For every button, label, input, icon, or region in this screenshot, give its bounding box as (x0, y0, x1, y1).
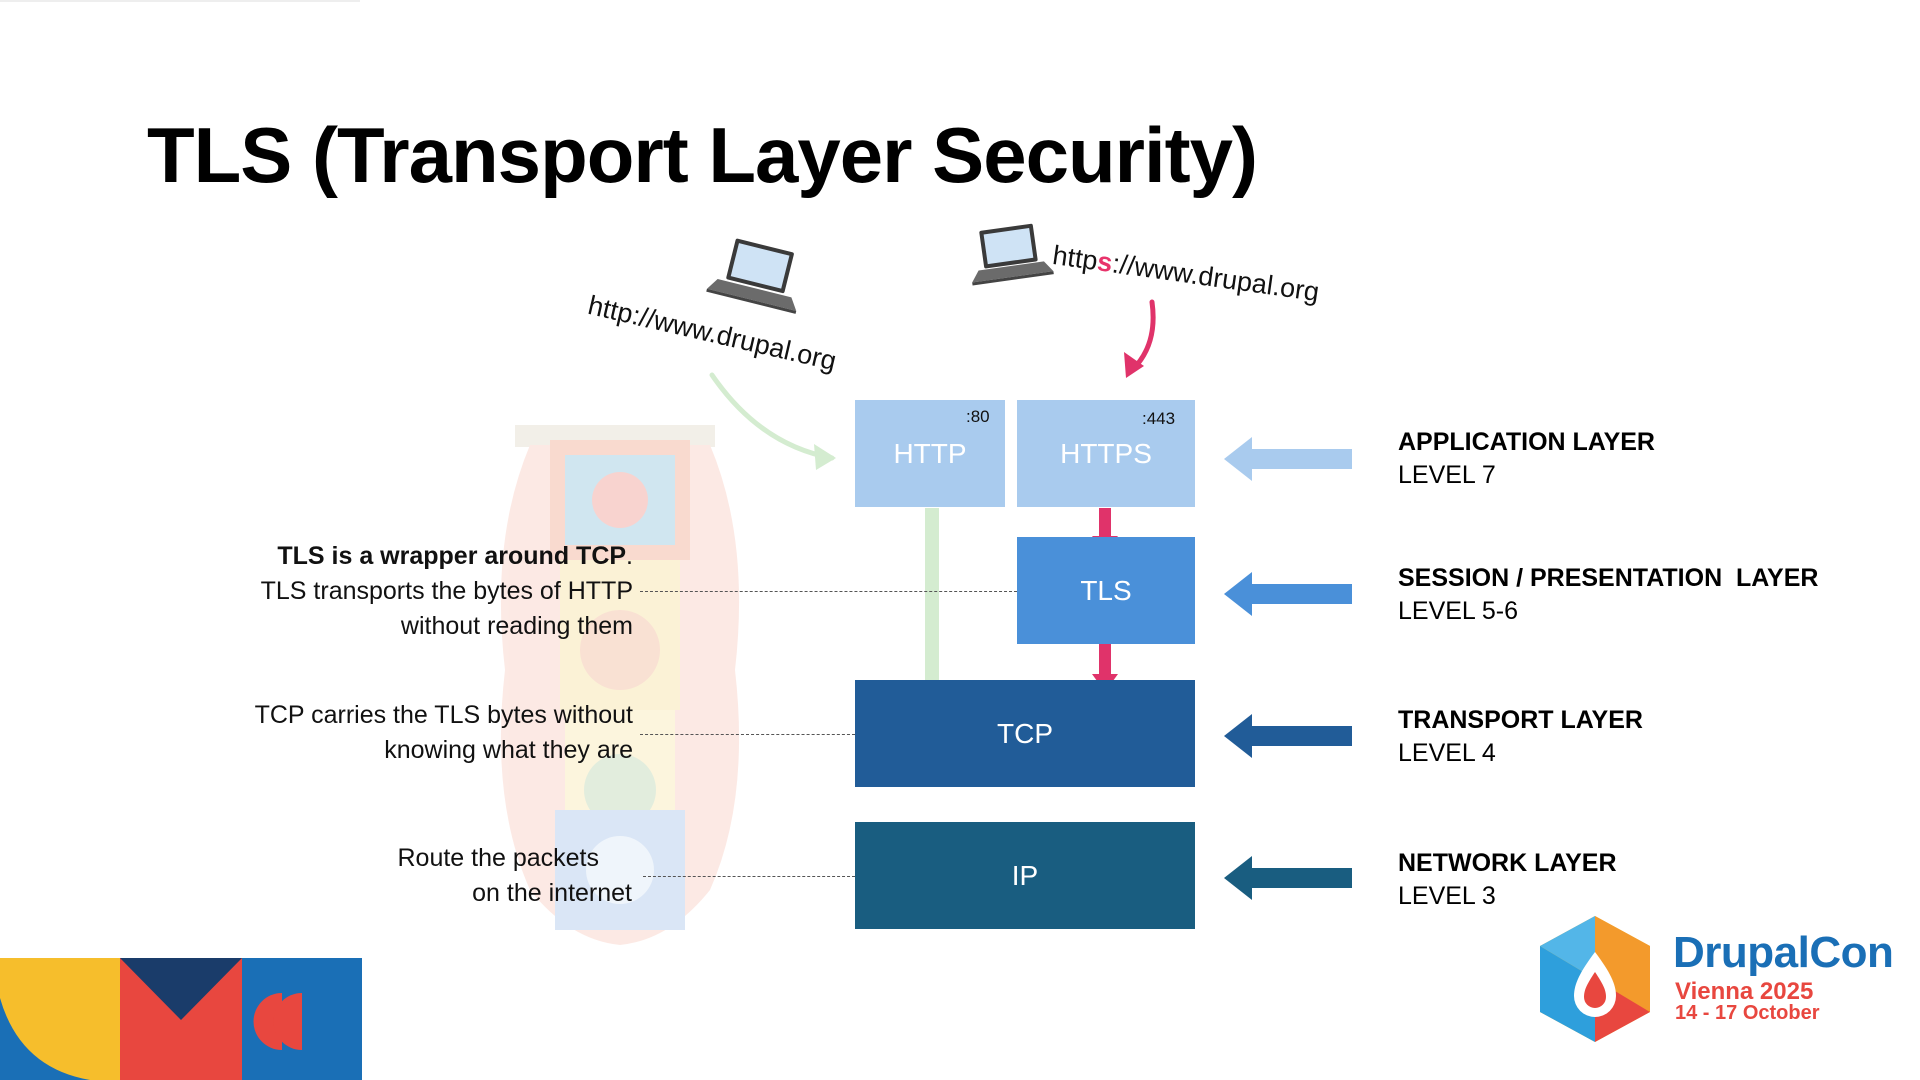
application-layer-arrowhead (1224, 437, 1252, 481)
network-layer-arrowhead (1224, 856, 1252, 900)
ip-box: IP (855, 822, 1195, 929)
tcp-note-line1: TCP carries the TLS bytes without (254, 701, 633, 729)
ip-note-line2: on the internet (472, 879, 632, 907)
tls-note-line3: without reading them (400, 612, 633, 640)
http-curved-arrow (709, 372, 835, 461)
http-curved-arrowhead (814, 444, 836, 470)
layer-session-level: LEVEL 5-6 (1398, 597, 1518, 625)
ip-note-line1: Route the packets (397, 844, 599, 872)
https-box-label: HTTPS (1060, 437, 1152, 469)
tls-note-period: . (626, 542, 633, 570)
tcp-leader-line (640, 734, 855, 735)
layer-network-level: LEVEL 3 (1398, 882, 1496, 910)
top-edge-line (0, 0, 360, 2)
https-curved-arrow (1129, 299, 1156, 373)
tcp-box-label: TCP (997, 717, 1053, 749)
brand-city: Vienna 2025 (1675, 978, 1814, 1005)
session-layer-arrowhead (1224, 572, 1252, 616)
layer-application-level: LEVEL 7 (1398, 461, 1496, 489)
brand-name: DrupalCon (1673, 928, 1894, 977)
layer-transport: TRANSPORT LAYER LEVEL 4 (1398, 706, 1643, 768)
https-box: HTTPS (1017, 400, 1195, 507)
transport-layer-arrow (1250, 726, 1352, 746)
laptop-icon (706, 238, 797, 314)
tcp-note: TCP carries the TLS bytes without knowin… (173, 698, 633, 768)
http-to-tcp-arrow (925, 508, 939, 726)
tcp-note-line2: knowing what they are (384, 736, 633, 764)
tls-note-line1: TLS is a wrapper around TCP. (173, 539, 633, 574)
layer-session-name: SESSION / PRESENTATION LAYER (1398, 564, 1819, 592)
ip-note: Route the packets on the internet (172, 841, 632, 911)
network-layer-arrow (1250, 868, 1352, 888)
decorative-figurine-image (500, 425, 740, 945)
drupalcon-logo-icon (1540, 916, 1650, 1042)
http-box-label: HTTP (893, 437, 967, 469)
laptop-icon-https (972, 223, 1054, 286)
tls-box-label: TLS (1080, 574, 1132, 606)
http-box: HTTP (855, 400, 1005, 507)
layer-network-name: NETWORK LAYER (1398, 849, 1617, 877)
https-curved-arrowhead (1124, 352, 1144, 378)
https-to-tls-arrow (1099, 508, 1111, 538)
application-layer-arrow (1250, 449, 1352, 469)
tls-box: TLS (1017, 537, 1195, 644)
layer-transport-level: LEVEL 4 (1398, 739, 1496, 767)
tls-leader-line (640, 591, 1017, 592)
http-port: :80 (966, 407, 990, 426)
tls-note-bold: TLS is a wrapper around TCP (277, 542, 627, 570)
layer-network: NETWORK LAYER LEVEL 3 (1398, 849, 1617, 911)
layer-application: APPLICATION LAYER LEVEL 7 (1398, 428, 1655, 490)
ip-leader-line (643, 876, 855, 877)
tls-to-tcp-arrow (1099, 644, 1111, 676)
brand-dates: 14 - 17 October (1675, 1002, 1820, 1024)
ip-box-label: IP (1011, 859, 1039, 891)
layer-application-name: APPLICATION LAYER (1398, 428, 1655, 456)
decorative-brand-tiles (0, 958, 362, 1080)
tcp-box: TCP (855, 680, 1195, 787)
layer-transport-name: TRANSPORT LAYER (1398, 706, 1643, 734)
tls-note-line2: TLS transports the bytes of HTTP (260, 577, 633, 605)
session-layer-arrow (1250, 584, 1352, 604)
slide-title: TLS (Transport Layer Security) (147, 111, 1258, 199)
tls-note: TLS is a wrapper around TCP. TLS transpo… (173, 539, 633, 644)
layer-session: SESSION / PRESENTATION LAYER LEVEL 5-6 (1398, 564, 1818, 626)
transport-layer-arrowhead (1224, 714, 1252, 758)
https-port: :443 (1142, 409, 1176, 428)
